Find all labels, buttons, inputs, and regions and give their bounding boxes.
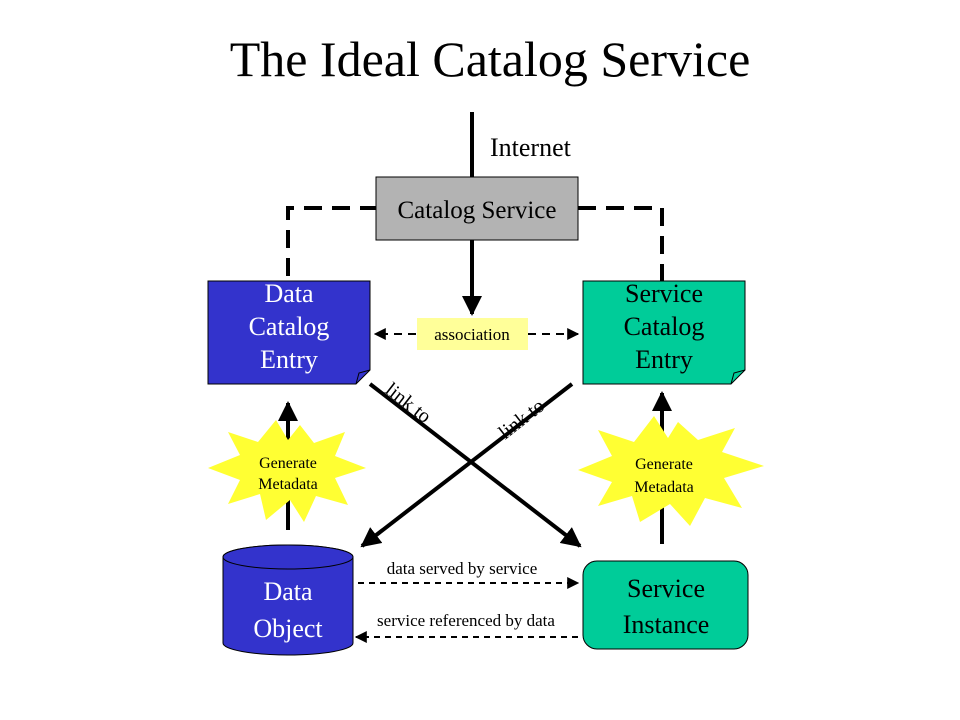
service-instance-box: [582, 560, 749, 650]
catalog-service-box: [375, 176, 579, 241]
service-catalog-entry-line-3: Entry: [635, 345, 693, 374]
service-catalog-entry-box: [582, 280, 746, 385]
generate-metadata-right-line-2: Metadata: [634, 479, 694, 496]
dashed-connector-left: [286, 206, 378, 282]
data-catalog-entry-line-3: Entry: [260, 345, 318, 374]
generate-metadata-right-burst: [578, 416, 764, 526]
data-object-cylinder-top: [222, 544, 354, 570]
catalog-service-label: Catalog Service: [398, 197, 557, 224]
service-catalog-entry-line-1: Service: [625, 279, 703, 308]
data-catalog-entry-line-1: Data: [264, 279, 314, 308]
data-object-line-1: Data: [263, 577, 313, 606]
data-object-line-2: Object: [253, 614, 323, 643]
generate-metadata-left-burst: [208, 420, 366, 522]
association-label: association: [434, 325, 510, 344]
internet-label: Internet: [490, 133, 572, 162]
link-to-label-right: link to: [495, 395, 549, 444]
link-to-arrow-left-to-right: [368, 382, 582, 548]
dashed-connector-right: [578, 206, 664, 282]
data-catalog-entry-fold: [355, 369, 371, 385]
generate-metadata-left-line-1: Generate: [259, 455, 317, 472]
association-box: [417, 318, 528, 350]
data-served-by-service-label: data served by service: [387, 559, 538, 578]
service-instance-line-1: Service: [627, 574, 705, 603]
service-catalog-entry-line-2: Catalog: [624, 312, 705, 341]
link-to-label-left: link to: [381, 379, 435, 428]
link-to-arrow-right-to-left: [360, 382, 574, 548]
page-title: The Ideal Catalog Service: [229, 31, 751, 87]
data-catalog-entry-line-2: Catalog: [249, 312, 330, 341]
data-catalog-entry-box: [207, 280, 371, 385]
generate-metadata-right-line-1: Generate: [635, 456, 693, 473]
service-catalog-entry-fold: [730, 369, 746, 385]
service-instance-line-2: Instance: [623, 610, 710, 639]
generate-metadata-left-line-2: Metadata: [258, 476, 318, 493]
service-referenced-by-data-label: service referenced by data: [377, 611, 555, 630]
